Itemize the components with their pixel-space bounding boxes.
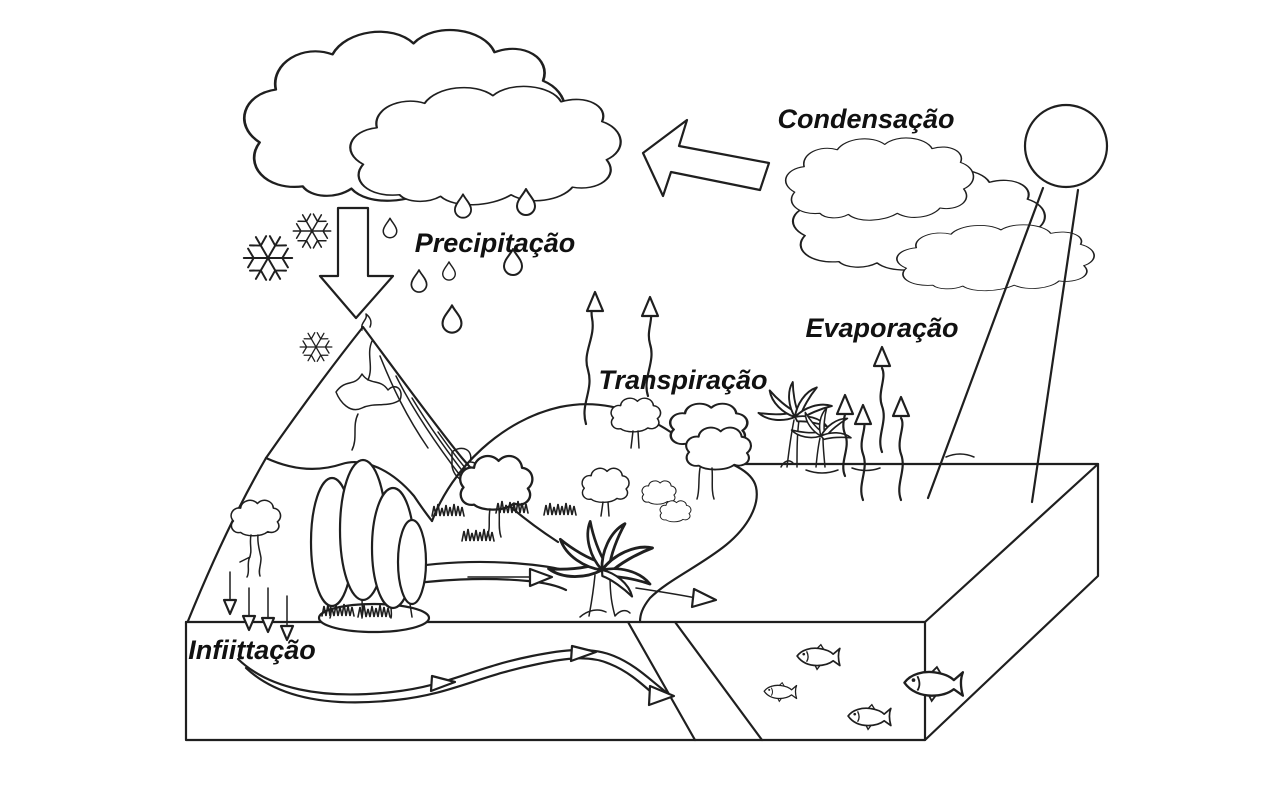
poplar-tree bbox=[396, 518, 428, 606]
precipitation-arrow-icon bbox=[318, 206, 395, 320]
raindrops bbox=[382, 188, 536, 334]
snowflake-icon bbox=[292, 213, 332, 249]
up-arrowhead-icon bbox=[640, 295, 660, 318]
up-arrowhead-icon bbox=[872, 345, 892, 368]
sun-group bbox=[1023, 103, 1109, 189]
up-arrowhead-icon bbox=[891, 395, 911, 418]
flow-arrowhead-icon bbox=[569, 644, 598, 663]
sun-ray bbox=[1030, 188, 1080, 504]
lake-cross-section bbox=[626, 620, 764, 742]
fish-icon bbox=[847, 703, 892, 731]
grass-tuft bbox=[543, 502, 577, 516]
down-arrowhead-icon bbox=[279, 624, 295, 642]
flow-arrowhead-icon bbox=[647, 684, 676, 707]
sun-rays bbox=[926, 186, 1080, 504]
tree-icon bbox=[581, 467, 630, 504]
runoff-arrowhead-icon bbox=[528, 567, 554, 588]
raindrop-icon bbox=[441, 304, 463, 334]
raindrop-icon bbox=[442, 261, 456, 281]
condensation-arrow-icon bbox=[641, 118, 771, 198]
fish-group bbox=[763, 643, 965, 731]
underground-flow-arrow bbox=[236, 644, 676, 707]
label-precipitacao: Precipitação bbox=[415, 228, 576, 258]
label-infiltracao: Infiittação bbox=[188, 635, 316, 665]
vegetation bbox=[230, 397, 753, 634]
raindrop-icon bbox=[382, 217, 398, 239]
grass-tuft bbox=[431, 503, 465, 517]
snowflakes bbox=[242, 213, 333, 362]
flow-arrowhead-icon bbox=[429, 674, 457, 693]
bush-icon bbox=[659, 500, 692, 523]
up-arrowhead-icon bbox=[835, 393, 855, 416]
fish-icon bbox=[763, 681, 798, 703]
transpiration-arrows bbox=[583, 290, 660, 426]
down-arrowhead-icon bbox=[222, 598, 238, 616]
label-transpiracao: Transpiração bbox=[598, 365, 767, 395]
tree-icon bbox=[610, 397, 662, 433]
up-arrowhead-icon bbox=[585, 290, 605, 313]
shoreline bbox=[638, 449, 975, 624]
down-arrowhead-icon bbox=[260, 616, 276, 634]
tree-icon bbox=[459, 454, 534, 511]
sun-icon bbox=[1023, 103, 1109, 189]
raindrop-icon bbox=[410, 269, 428, 293]
label-condensacao: Condensação bbox=[777, 104, 954, 134]
evaporation-arrows bbox=[835, 345, 911, 502]
fish-icon bbox=[903, 665, 965, 703]
clouds-left bbox=[242, 28, 622, 206]
palm-trees bbox=[546, 380, 853, 618]
labels: Condensação Precipitação Evaporação Tran… bbox=[188, 104, 958, 665]
label-evaporacao: Evaporação bbox=[805, 313, 958, 343]
down-arrowhead-icon bbox=[241, 614, 257, 632]
tree-icon bbox=[230, 499, 282, 537]
up-arrowhead-icon bbox=[853, 403, 873, 426]
snowflake-icon bbox=[299, 332, 333, 362]
fish-icon bbox=[796, 643, 841, 671]
infiltration-arrows bbox=[222, 571, 295, 642]
sun-ray bbox=[926, 186, 1045, 500]
snowflake-icon bbox=[242, 235, 294, 281]
cloud-icon bbox=[784, 137, 975, 222]
hills bbox=[264, 403, 704, 523]
runoff-arrowhead-icon bbox=[690, 587, 718, 609]
